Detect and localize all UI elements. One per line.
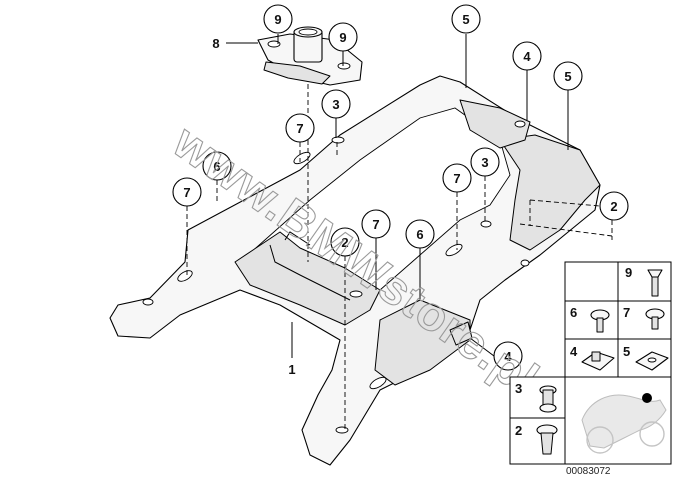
svg-text:9: 9 bbox=[339, 30, 346, 45]
u-nut-icon bbox=[581, 351, 615, 371]
svg-text:7: 7 bbox=[372, 217, 379, 232]
legend-item-9: 9 bbox=[625, 265, 663, 297]
legend-item-4: 4 bbox=[570, 344, 615, 371]
callout-7a: 7 bbox=[285, 113, 315, 143]
location-marker-icon bbox=[642, 393, 652, 403]
svg-text:7: 7 bbox=[623, 305, 630, 320]
callout-7b: 7 bbox=[172, 177, 202, 207]
svg-text:3: 3 bbox=[515, 381, 522, 396]
parts-legend: 9 6 7 4 bbox=[509, 261, 672, 465]
callout-7c: 7 bbox=[442, 163, 472, 193]
svg-text:4: 4 bbox=[570, 344, 578, 359]
document-number: 00083072 bbox=[566, 466, 611, 477]
legend-item-5: 5 bbox=[623, 344, 669, 371]
countersunk-screw-icon bbox=[647, 269, 663, 297]
callout-6b: 6 bbox=[405, 219, 435, 249]
svg-text:6: 6 bbox=[213, 159, 220, 174]
svg-text:9: 9 bbox=[274, 12, 281, 27]
legend-item-6: 6 bbox=[570, 305, 610, 333]
motorcycle-icon bbox=[581, 393, 667, 454]
svg-text:5: 5 bbox=[462, 12, 469, 27]
svg-text:1: 1 bbox=[288, 362, 295, 377]
legend-item-7: 7 bbox=[623, 305, 665, 330]
callout-5a: 5 bbox=[451, 4, 481, 34]
callout-2a: 2 bbox=[330, 227, 360, 257]
rubber-grommet-icon bbox=[539, 385, 557, 413]
svg-text:5: 5 bbox=[623, 344, 630, 359]
callout-4b: 4 bbox=[493, 341, 523, 371]
svg-text:8: 8 bbox=[212, 36, 219, 51]
callout-7d: 7 bbox=[361, 209, 391, 239]
pan-head-screw-icon bbox=[590, 309, 610, 333]
svg-text:3: 3 bbox=[332, 97, 339, 112]
callout-8: 8 bbox=[212, 36, 219, 51]
svg-text:5: 5 bbox=[564, 69, 571, 84]
callout-5b: 5 bbox=[553, 61, 583, 91]
leader-lines bbox=[186, 34, 613, 432]
pan-head-screw-icon bbox=[645, 308, 665, 330]
svg-text:4: 4 bbox=[504, 349, 512, 364]
svg-text:6: 6 bbox=[416, 227, 423, 242]
svg-text:6: 6 bbox=[570, 305, 577, 320]
legend-item-2: 2 bbox=[515, 423, 558, 455]
svg-text:2: 2 bbox=[515, 423, 522, 438]
callout-3b: 3 bbox=[470, 147, 500, 177]
callout-4a: 4 bbox=[512, 41, 542, 71]
spacer-bushing-icon bbox=[536, 424, 558, 455]
svg-text:2: 2 bbox=[341, 235, 348, 250]
svg-text:7: 7 bbox=[183, 185, 190, 200]
callouts: 9 9 8 5 4 5 3 7 6 bbox=[172, 4, 629, 377]
square-nut-icon bbox=[635, 351, 669, 371]
callout-9b: 9 bbox=[328, 22, 358, 52]
svg-text:2: 2 bbox=[610, 199, 617, 214]
callout-6a: 6 bbox=[202, 151, 232, 181]
callout-9a: 9 bbox=[263, 4, 293, 34]
svg-text:7: 7 bbox=[453, 171, 460, 186]
svg-text:7: 7 bbox=[296, 121, 303, 136]
svg-text:9: 9 bbox=[625, 265, 632, 280]
callout-2b: 2 bbox=[599, 191, 629, 221]
svg-text:4: 4 bbox=[523, 49, 531, 64]
callout-3a: 3 bbox=[321, 89, 351, 119]
svg-text:3: 3 bbox=[481, 155, 488, 170]
callout-1: 1 bbox=[288, 362, 295, 377]
legend-item-3: 3 bbox=[515, 381, 557, 413]
